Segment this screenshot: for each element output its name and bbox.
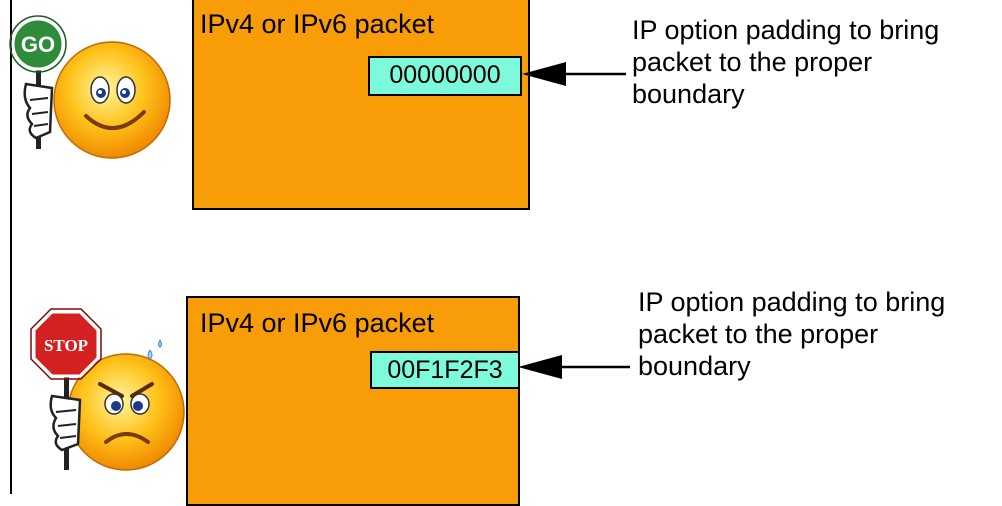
callout-line: IP option padding to bring	[638, 287, 946, 317]
padding-field: 00F1F2F3	[370, 351, 520, 389]
packet-title: IPv4 or IPv6 packet	[200, 308, 435, 338]
padding-callout-top: IP option padding to bring packet to the…	[632, 14, 939, 110]
go-smiley-icon: GO	[9, 15, 171, 159]
arrow-top	[522, 62, 626, 86]
packet-box-bottom: IPv4 or IPv6 packet 00F1F2F3	[186, 296, 520, 506]
left-border-line	[10, 0, 12, 494]
padding-callout-bottom: IP option padding to bring packet to the…	[638, 286, 945, 382]
arrows-layer	[518, 62, 630, 379]
stop-frowny-icon: STOP	[30, 308, 185, 471]
callout-line: boundary	[638, 351, 751, 381]
packet-box-top: IPv4 or IPv6 packet 00000000	[192, 0, 530, 210]
padding-field: 00000000	[368, 56, 522, 96]
callout-line: packet to the proper	[632, 47, 873, 77]
stop-sign-text: STOP	[44, 336, 88, 355]
callout-line: boundary	[632, 79, 745, 109]
arrow-bottom	[518, 355, 630, 379]
packet-title: IPv4 or IPv6 packet	[200, 9, 435, 39]
callout-line: packet to the proper	[638, 319, 879, 349]
go-sign-text: GO	[21, 32, 55, 57]
callout-line: IP option padding to bring	[632, 15, 940, 45]
